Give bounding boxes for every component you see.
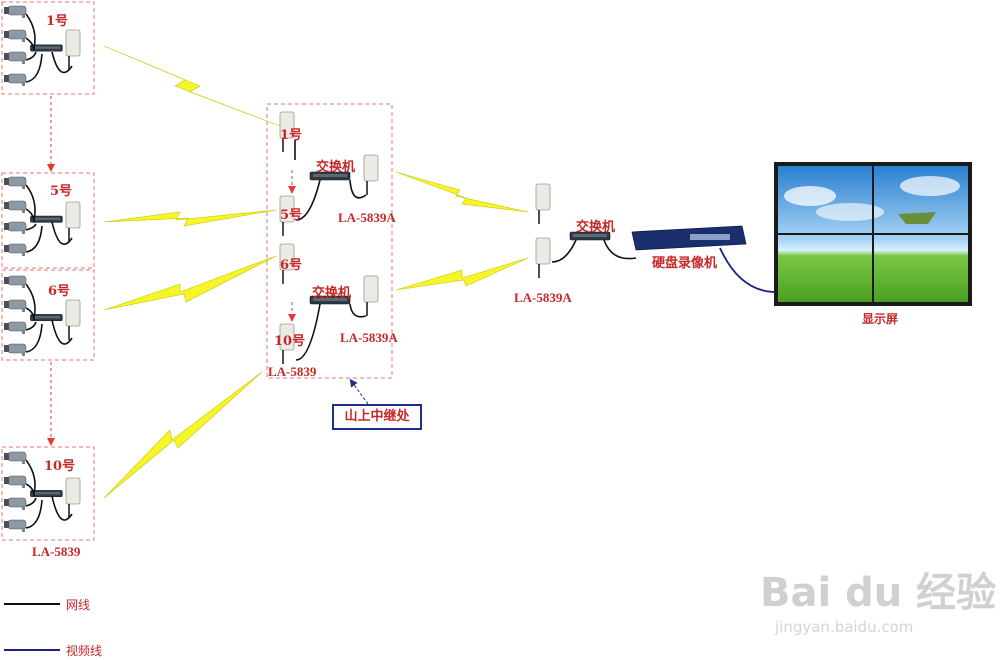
receiver-model: LA-5839A: [514, 290, 572, 305]
camera-group-boxes: [1, 1, 393, 541]
relay-node-5-label: 5号: [280, 208, 303, 223]
relay-node-1-label: 1号: [280, 128, 303, 143]
receiver-equipment: [535, 183, 637, 279]
relay-equipment: [279, 111, 379, 365]
legend-network-cable: 网线: [66, 598, 91, 612]
wireless-links: [103, 45, 529, 499]
watermark-brand: Bai du 经验: [760, 570, 997, 616]
legend-lines: [4, 603, 60, 651]
receiver-switch-label: 交换机: [576, 220, 616, 235]
relay-note: 山上中继处: [332, 404, 422, 430]
camera-group-5-label: 5号: [50, 184, 73, 199]
watermark-url: jingyan.baidu.com: [775, 618, 914, 636]
camera-group-10-model: LA-5839: [32, 544, 81, 559]
relay-switch-bottom-label: 交换机: [312, 286, 352, 301]
dvr-device: [631, 225, 747, 251]
camera-group-10: [3, 451, 81, 533]
camera-group-1: [3, 5, 81, 87]
relay-note-arrow: [349, 378, 369, 405]
camera-group-1-label: 1号: [46, 14, 69, 29]
relay-model-bottom: LA-5839A: [340, 330, 398, 345]
relay-switch-top-label: 交换机: [316, 160, 356, 175]
legend-video-cable: 视频线: [66, 644, 103, 658]
video-cable: [719, 247, 777, 293]
dvr-label: 硬盘录像机: [652, 256, 718, 271]
camera-group-6-label: 6号: [48, 284, 71, 299]
camera-group-10-label: 10号: [44, 459, 76, 474]
display-label: 显示屏: [862, 312, 899, 326]
group-sequence-arrows: [47, 96, 296, 446]
camera-group-6: [3, 275, 81, 357]
relay-model-left: LA-5839: [268, 364, 317, 379]
relay-model-top: LA-5839A: [338, 210, 396, 225]
display-wall: [774, 162, 972, 306]
camera-group-5: [3, 176, 81, 257]
relay-node-6-label: 6号: [280, 258, 303, 273]
relay-node-10-label: 10号: [274, 334, 306, 349]
